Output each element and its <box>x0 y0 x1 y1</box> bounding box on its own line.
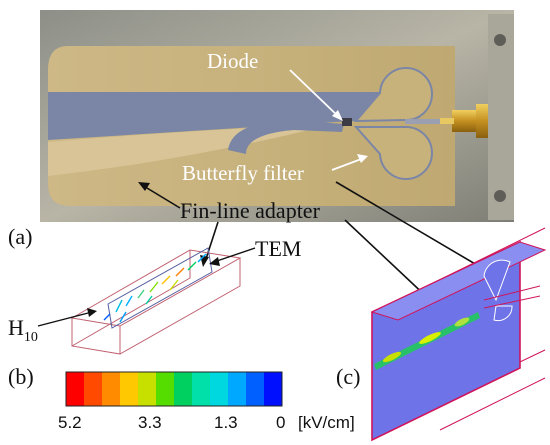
butterfly-lower-disc <box>353 125 433 180</box>
colorbar-frame <box>65 371 283 407</box>
housing-right-block <box>488 14 514 220</box>
arrowhead-fin-line-b <box>200 255 209 267</box>
colorbar-swatch <box>120 372 139 406</box>
colorbar-tick-3: 0 <box>276 413 285 432</box>
screw-top <box>494 34 506 46</box>
colorbar-swatch <box>264 372 283 406</box>
arrow-diode <box>289 69 341 119</box>
label-diode: Diode <box>207 49 258 73</box>
connector-flange <box>476 104 488 138</box>
arrow-tem <box>213 247 256 263</box>
colorbar-unit: [kV/cm] <box>298 413 355 432</box>
colorbar-tick-0: 5.2 <box>58 413 82 432</box>
butterfly-upper-disc <box>353 67 433 123</box>
label-h10: H10 <box>8 315 38 345</box>
arrowhead-tem <box>209 257 220 266</box>
connector-body <box>452 110 482 132</box>
arrowhead-h10 <box>87 308 97 317</box>
colorbar-tick-1: 3.3 <box>138 413 162 432</box>
arrowhead-diode <box>332 110 343 121</box>
colorbar-swatch <box>192 372 211 406</box>
arrow-butterfly <box>331 157 365 171</box>
field-hotspots <box>382 317 470 363</box>
colorbar-swatch <box>174 372 193 406</box>
fin-line-metal <box>48 92 420 140</box>
colorbar-swatch <box>156 372 175 406</box>
arrowhead-fin-line-a <box>138 182 150 191</box>
colorbar-swatch <box>66 372 85 406</box>
panel-b-simulation <box>70 247 242 355</box>
microstrip-line <box>405 119 450 124</box>
label-panel-a: (a) <box>8 224 32 249</box>
label-butterfly-filter: Butterfly filter <box>182 161 304 185</box>
colorbar <box>66 372 283 406</box>
field-vectors <box>103 253 207 323</box>
arrowhead-butterfly <box>357 154 368 163</box>
butterfly-filter-c <box>483 259 513 322</box>
fin-plane <box>107 247 213 329</box>
colorbar-swatch <box>246 372 265 406</box>
label-fin-line-adapter: Fin-line adapter <box>180 198 321 223</box>
diode-chip <box>342 118 352 126</box>
colorbar-swatch <box>228 372 247 406</box>
colorbar-swatch <box>102 372 121 406</box>
label-panel-c: (c) <box>336 364 360 389</box>
colorbar-tick-2: 1.3 <box>214 413 238 432</box>
label-h10-main: H <box>8 315 24 340</box>
screw-bottom <box>494 190 506 202</box>
butterfly-cut-c <box>483 285 541 309</box>
colorbar-swatch <box>210 372 229 406</box>
colorbar-swatch <box>138 372 157 406</box>
label-panel-b: (b) <box>8 364 34 389</box>
arrow-fin-line-b <box>204 221 219 263</box>
waveguide-wireframe <box>70 249 242 355</box>
label-h10-sub: 10 <box>24 330 38 345</box>
colorbar-swatch <box>84 372 103 406</box>
arrow-fin-line-a <box>141 184 181 209</box>
arrow-butterfly-to-c <box>335 181 483 269</box>
connector-pin <box>440 118 454 124</box>
arrow-h10 <box>37 311 93 327</box>
label-tem: TEM <box>255 236 301 261</box>
fin-line-taper <box>48 124 334 176</box>
panel-a-photo: Diode Butterfly filter <box>40 10 514 222</box>
arrow-fin-line-c <box>344 219 431 301</box>
butterfly-arm <box>228 120 344 154</box>
panel-c-simulation <box>370 227 547 442</box>
